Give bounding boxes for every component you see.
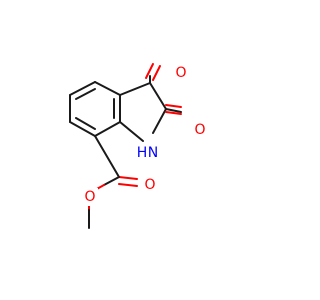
- bond-c7-c7a: [94, 121, 121, 137]
- atom-o-right: O: [194, 122, 205, 138]
- bond-c6-c7: [69, 121, 96, 137]
- atom-labels: O O H N O O: [82, 64, 208, 206]
- bond-c2-o-a: [165, 104, 182, 108]
- bond-c4-c5-inner: [75, 88, 96, 100]
- label-bg-o-ester-carbonyl: [143, 176, 159, 194]
- bond-cester-oether: [103, 176, 120, 186]
- label-bg-o-ester-ether: [82, 188, 98, 206]
- label-bg-o-top: [174, 64, 190, 82]
- structure-canvas: O O H N O O: [69, 63, 208, 229]
- bond-c6-c7-inner: [75, 117, 96, 130]
- bond-n1-c7a: [119, 121, 144, 142]
- bond-c3-o-a: [145, 63, 154, 79]
- bond-c3a-c3: [119, 82, 151, 96]
- atom-h-on-n: H: [137, 145, 148, 161]
- bond-c3-c2: [149, 82, 167, 110]
- bond-c3a-c4: [94, 81, 121, 96]
- bond-cester-ocarbonyl-a: [118, 176, 138, 180]
- bond-cester-ocarbonyl-b: [118, 183, 138, 187]
- bond-c2-n1: [152, 108, 167, 134]
- bond-c7-cester: [94, 135, 120, 178]
- atom-o-ester-ether: O: [84, 189, 95, 205]
- bond-c3-o-b: [152, 65, 161, 81]
- molecule-drawing: O O H N O O: [69, 63, 208, 229]
- bond-c2-o-b: [165, 111, 182, 115]
- atom-n: N: [148, 145, 158, 161]
- bond-c4-c5: [69, 81, 96, 96]
- bond-c2-o: [165, 108, 182, 113]
- atom-o-top: O: [175, 65, 186, 81]
- label-bg-o-right: [192, 121, 208, 139]
- label-bg-nh: [136, 144, 160, 162]
- atom-o-ester-carbonyl: O: [144, 177, 155, 193]
